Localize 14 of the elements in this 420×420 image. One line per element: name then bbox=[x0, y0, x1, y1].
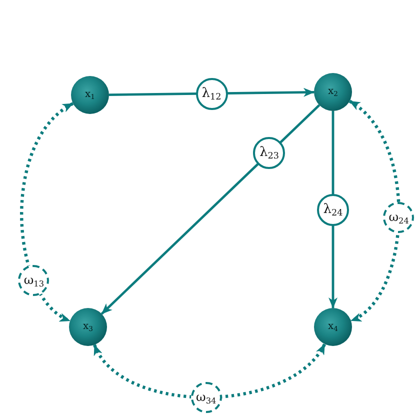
edge-label: λ$_{24}$ bbox=[317, 194, 349, 226]
edge-label: ω$_{24}$ bbox=[383, 202, 414, 234]
edge-label: λ$_{12}$ bbox=[196, 78, 228, 110]
sphere-node: x$_{1}$ bbox=[71, 76, 109, 114]
sphere-node: x$_{3}$ bbox=[69, 308, 107, 346]
arrow bbox=[100, 104, 320, 315]
double-headed-dotted-arrow bbox=[20, 102, 74, 322]
double-headed-dotted-arrow bbox=[348, 100, 400, 322]
edge-label: λ$_{23}$ bbox=[253, 137, 286, 170]
double-headed-dotted-arrow bbox=[93, 343, 326, 399]
edge-label: ω$_{13}$ bbox=[18, 265, 50, 296]
sphere-node: x$_{4}$ bbox=[314, 308, 352, 346]
sphere-node: x$_{2}$ bbox=[314, 73, 352, 111]
edge-label: ω$_{34}$ bbox=[190, 382, 222, 413]
